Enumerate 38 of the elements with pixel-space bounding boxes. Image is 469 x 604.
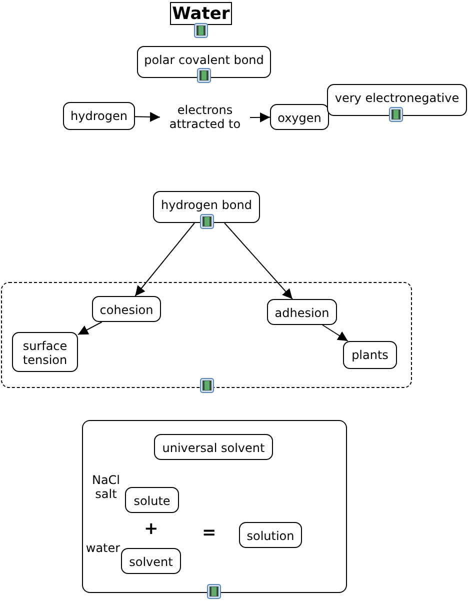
concept-text: cohesion [100,303,154,317]
title-text: Water [172,4,230,24]
concept-box [121,548,181,574]
arrow [224,222,293,300]
concept-text: adhesion [274,306,330,320]
concept-text: hydrogen [70,109,128,123]
concept-box [153,191,260,223]
annotation-text: water [84,541,122,555]
concept-text: hydrogen bond [161,198,252,212]
concept-text: solute [134,494,170,508]
arrow [322,324,348,342]
concept-box [154,434,273,460]
concept-text: surface tension [22,339,68,367]
operator-sign: + [144,519,158,539]
linking-phrase-text: electrons attracted to [168,103,242,131]
concept-box [92,296,161,322]
operator-sign: = [202,523,216,543]
arrow [134,112,160,122]
concept-text: very electronegative [334,91,460,105]
concept-box [12,332,78,372]
concept-box [270,104,329,130]
concept-box [63,102,135,130]
concept-text: universal solvent [162,441,265,455]
concept-text: solution [246,529,294,543]
annotation-text: NaCl salt [91,473,121,501]
concept-box [125,487,179,513]
concept-box [239,522,302,548]
concept-box [137,46,271,78]
concept-box [327,84,467,116]
concept-text: oxygen [278,111,322,125]
arrow [250,112,270,122]
concept-text: polar covalent bond [144,53,264,67]
concept-box [267,299,337,325]
arrow [78,322,102,336]
concept-text: plants [352,348,388,362]
concept-text: solvent [129,555,173,569]
concept-box [343,341,397,369]
arrow [134,222,195,296]
